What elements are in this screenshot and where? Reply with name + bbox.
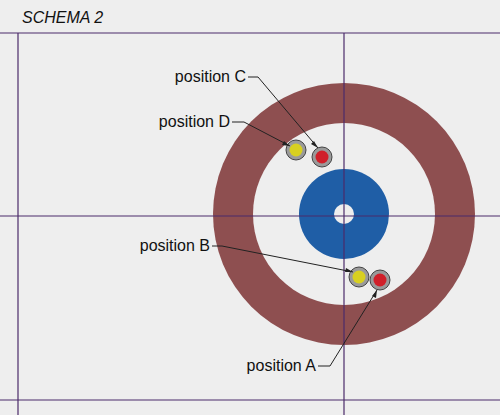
diagram-title: SCHEMA 2 [22,9,103,27]
position-label: position C [175,68,246,86]
leader-arrowheads [282,141,377,298]
leader-lines [212,77,377,366]
stones [286,140,390,290]
position-label: position A [247,357,316,375]
position-label: position D [159,113,230,131]
position-label: position B [140,237,210,255]
grid-lines [0,33,500,415]
